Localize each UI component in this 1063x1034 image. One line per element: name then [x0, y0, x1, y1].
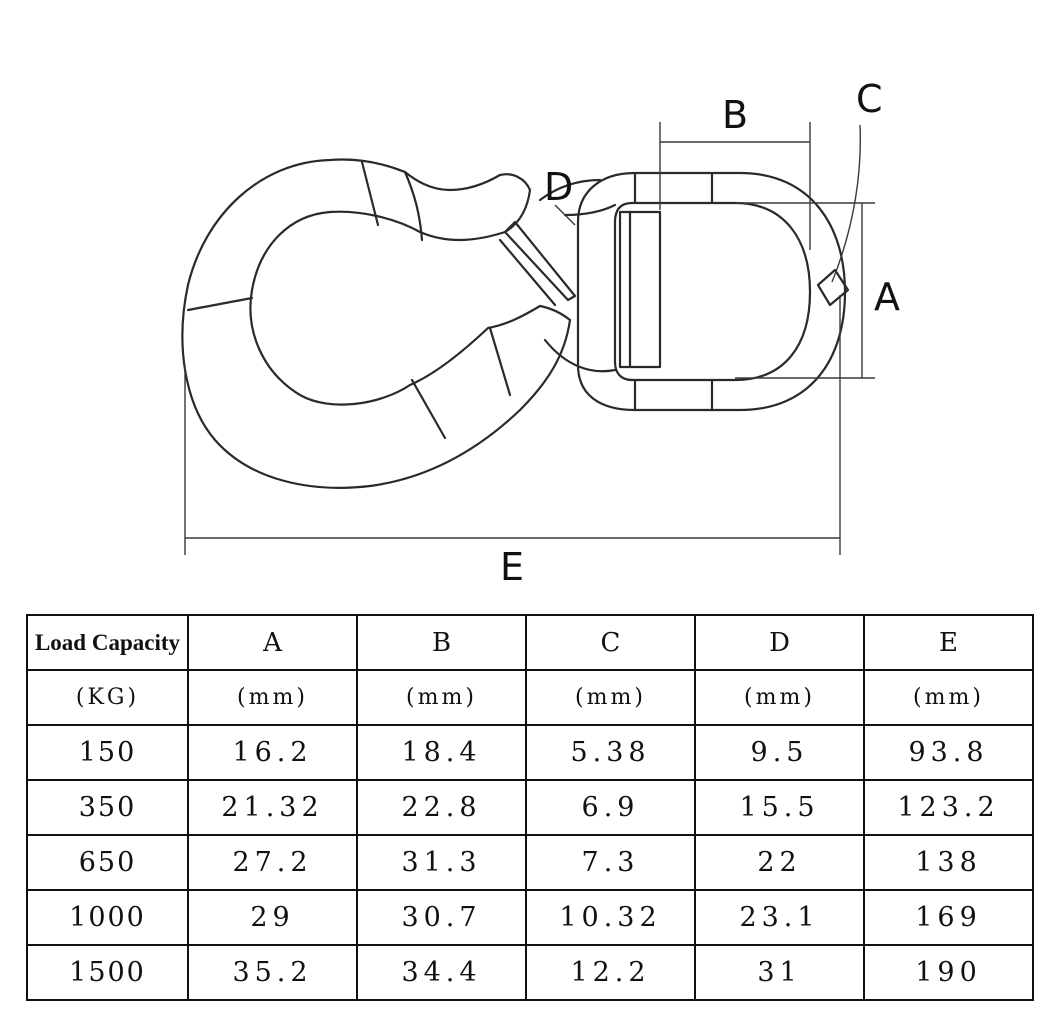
load-capacity-cell: 350: [26, 779, 189, 836]
table-header-row: Load Capacity A B C D E: [26, 614, 1034, 671]
swivel-base: [618, 210, 662, 369]
table-cell: 29: [187, 889, 358, 946]
latch-edge: [498, 238, 557, 307]
seam-line: [403, 170, 424, 242]
table-cell: 18.4: [356, 724, 527, 781]
swivel-hook-diagram: B C A D E: [181, 77, 900, 589]
table-cell: 22: [694, 834, 865, 891]
table-cell: 12.2: [525, 944, 696, 1001]
table-cell: 22.8: [356, 779, 527, 836]
table-row: 650 27.2 31.3 7.3 22 138: [26, 834, 1034, 891]
table-cell: 93.8: [863, 724, 1034, 781]
dim-c-leader: [831, 124, 861, 283]
table-cell: 16.2: [187, 724, 358, 781]
shank-edge: [563, 203, 617, 217]
seam-line: [360, 160, 380, 227]
table-cell: 15.5: [694, 779, 865, 836]
load-capacity-cell: 650: [26, 834, 189, 891]
table-row: 350 21.32 22.8 6.9 15.5 123.2: [26, 779, 1034, 836]
unit-cell: (mm): [187, 669, 358, 726]
table-row: 150 16.2 18.4 5.38 9.5 93.8: [26, 724, 1034, 781]
shank-edge: [543, 338, 617, 373]
label-c: C: [856, 77, 883, 121]
label-d: D: [544, 165, 573, 209]
table-cell: 31.3: [356, 834, 527, 891]
table-cell: 6.9: [525, 779, 696, 836]
table-cell: 123.2: [863, 779, 1034, 836]
seam-line: [488, 326, 512, 397]
load-capacity-cell: 150: [26, 724, 189, 781]
swivel-eye-inner: [613, 201, 812, 382]
table-cell: 31: [694, 944, 865, 1001]
unit-cell: (mm): [525, 669, 696, 726]
unit-cell: (mm): [694, 669, 865, 726]
table-cell: 5.38: [525, 724, 696, 781]
dim-d-leader: [554, 204, 576, 226]
table-cell: 35.2: [187, 944, 358, 1001]
table-cell: 34.4: [356, 944, 527, 1001]
table-row: 1000 29 30.7 10.32 23.1 169: [26, 889, 1034, 946]
table-cell: 138: [863, 834, 1034, 891]
safety-latch: [503, 220, 577, 302]
header-cell: Load Capacity: [26, 614, 189, 671]
load-capacity-cell: 1000: [26, 889, 189, 946]
header-cell: E: [863, 614, 1034, 671]
table-cell: 27.2: [187, 834, 358, 891]
unit-cell: (mm): [356, 669, 527, 726]
swivel-hook-drawing: B C A D E: [181, 77, 900, 589]
table-cell: 190: [863, 944, 1034, 1001]
table-row: 1500 35.2 34.4 12.2 31 190: [26, 944, 1034, 1001]
shank-edge: [538, 178, 602, 202]
unit-cell: (mm): [863, 669, 1034, 726]
header-cell: B: [356, 614, 527, 671]
table-units-row: (KG) (mm) (mm) (mm) (mm) (mm): [26, 669, 1034, 726]
seam-line: [186, 296, 254, 312]
spec-table: Load Capacity A B C D E (KG) (mm) (mm) (…: [26, 614, 1034, 1001]
table-cell: 10.32: [525, 889, 696, 946]
load-capacity-cell: 1500: [26, 944, 189, 1001]
pin-part: [816, 268, 850, 307]
table-cell: 23.1: [694, 889, 865, 946]
table-cell: 169: [863, 889, 1034, 946]
header-cell: A: [187, 614, 358, 671]
seam-line: [410, 378, 447, 440]
label-b: B: [722, 93, 748, 137]
label-e: E: [500, 545, 524, 589]
table-cell: 9.5: [694, 724, 865, 781]
unit-cell: (KG): [26, 669, 189, 726]
table-cell: 7.3: [525, 834, 696, 891]
table-cell: 21.32: [187, 779, 358, 836]
header-cell: C: [525, 614, 696, 671]
table-cell: 30.7: [356, 889, 527, 946]
label-a: A: [874, 275, 900, 319]
header-cell: D: [694, 614, 865, 671]
hook-outer-outline: [181, 158, 572, 489]
